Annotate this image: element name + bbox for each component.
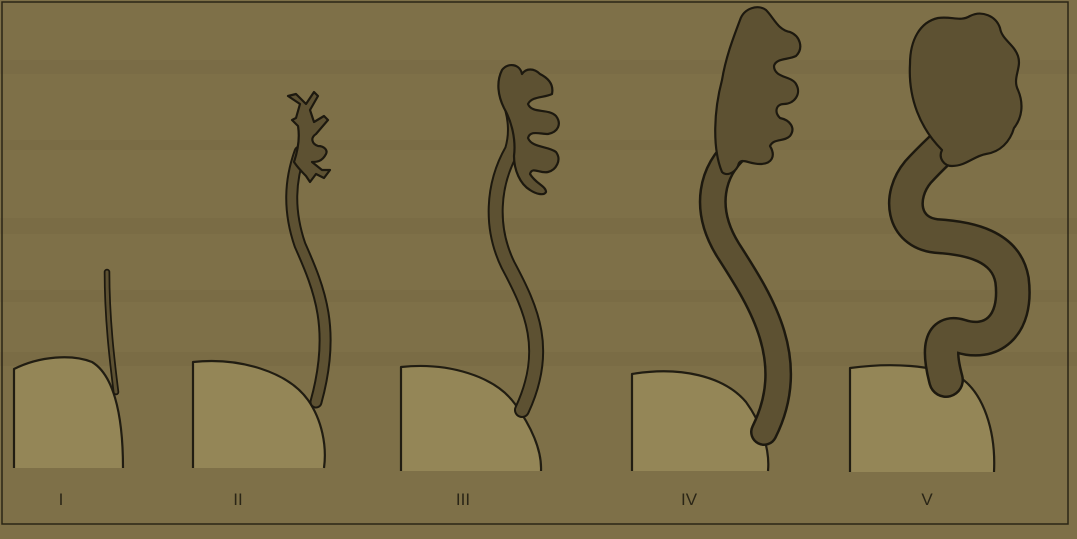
stage-label-1: I [59, 490, 64, 509]
figure-frame [1, 1, 1069, 525]
bladder-stage-3 [399, 364, 543, 472]
bladder-stage-5 [848, 364, 996, 473]
ureteric-bud-stage-2 [287, 147, 330, 407]
stage-2 [191, 90, 332, 469]
stage-label-3: III [456, 490, 470, 509]
branching-bud-tip-stage-3 [497, 64, 560, 196]
branching-bud-tip-stage-2 [286, 90, 332, 184]
branching-bud-tip-stage-4 [714, 6, 802, 176]
stage-label-4: IV [681, 490, 698, 509]
stage-1 [12, 268, 125, 469]
bladder-stage-1 [12, 356, 125, 469]
stage-3 [399, 64, 560, 472]
stage-4 [630, 6, 802, 472]
stage-5 [848, 12, 1031, 473]
stage-label-5: V [921, 490, 933, 509]
ureteric-bud-stage-5 [890, 116, 1029, 396]
stage-label-2: II [233, 490, 242, 509]
bladder-stage-4 [630, 370, 770, 472]
bladder-stage-2 [191, 360, 326, 469]
ureteric-bud-stage-4 [701, 136, 790, 444]
ureteric-bud-stage-1 [105, 270, 118, 394]
branching-bud-tip-stage-5 [908, 12, 1023, 168]
